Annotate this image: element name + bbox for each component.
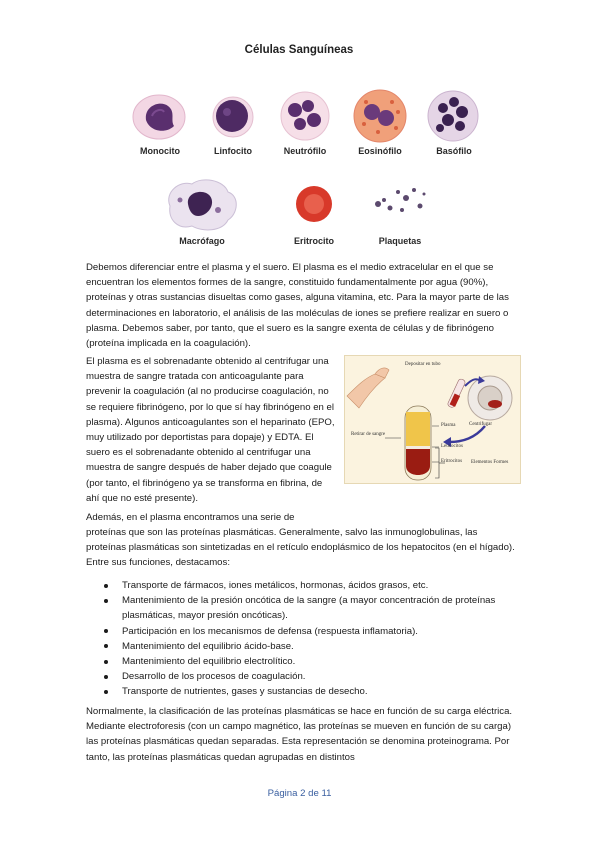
cell-label-eritrocito: Eritrocito bbox=[293, 236, 334, 246]
list-item: Mantenimiento del equilibrio electrolíti… bbox=[104, 654, 514, 669]
centrifuge-illustration bbox=[346, 367, 513, 481]
paragraph-plasma-definicion: El plasma es el sobrenadante obtenido al… bbox=[86, 356, 335, 504]
label-eritrocitos: Eritrocitos bbox=[441, 459, 463, 464]
centrifuge-figure: Depositar en tubo Centrifugar Retirar de… bbox=[344, 355, 521, 484]
page-number: Página 2 de 11 bbox=[267, 788, 332, 799]
macrofago-cell-image bbox=[168, 179, 237, 231]
plaquetas-cell-image bbox=[375, 188, 426, 212]
neutrofilo-cell-image bbox=[280, 91, 330, 141]
label-centrifugar: Centrifugar bbox=[469, 422, 493, 427]
cell-label-linfocito: Linfocito bbox=[214, 146, 252, 156]
eosinofilo-cell-image bbox=[353, 89, 407, 143]
cell-label-neutrofilo: Neutrófilo bbox=[283, 146, 327, 156]
cell-label-eosinofilo: Eosinófilo bbox=[358, 146, 402, 156]
funciones-list: Transporte de fármacos, iones metálicos,… bbox=[104, 578, 514, 700]
paragraph-proteinas-intro: Además, en el plasma encontramos una ser… bbox=[86, 512, 295, 523]
label-plasma: Plasma bbox=[441, 423, 456, 428]
list-item: Transporte de nutrientes, gases y sustan… bbox=[104, 684, 514, 699]
list-item: Mantenimiento de la presión oncótica de … bbox=[104, 593, 514, 623]
paragraph-proteinas-plasmaticas: proteínas que son las proteínas plasmáti… bbox=[86, 527, 515, 569]
blood-cells-figure: Células Sanguíneas Monocito Linfocito Ne… bbox=[118, 36, 480, 252]
label-elementos-formes: Elementos Formes bbox=[471, 460, 509, 465]
eritrocito-cell-image bbox=[296, 186, 332, 222]
figure-title: Células Sanguíneas bbox=[244, 44, 354, 56]
label-retirar: Retirar de sangre bbox=[351, 432, 386, 437]
cell-label-macrofago: Macrófago bbox=[179, 236, 225, 246]
basofilo-cell-image bbox=[427, 90, 479, 142]
cell-label-monocito: Monocito bbox=[140, 146, 180, 156]
paragraph-plasma-suero: Debemos diferenciar entre el plasma y el… bbox=[86, 262, 509, 350]
list-item: Desarrollo de los procesos de coagulació… bbox=[104, 669, 514, 684]
linfocito-cell-image bbox=[212, 96, 254, 138]
cell-label-plaquetas: Plaquetas bbox=[378, 236, 422, 246]
list-item: Mantenimiento del equilibrio ácido-base. bbox=[104, 639, 514, 654]
list-item: Transporte de fármacos, iones metálicos,… bbox=[104, 578, 514, 593]
monocito-cell-image bbox=[132, 94, 186, 140]
label-leucocitos: Leucocitos bbox=[441, 444, 463, 449]
cell-label-basofilo: Basófilo bbox=[436, 146, 472, 156]
paragraph-clasificacion: Normalmente, la clasificación de las pro… bbox=[86, 706, 513, 763]
list-item: Participación en los mecanismos de defen… bbox=[104, 624, 514, 639]
label-depositar: Depositar en tubo bbox=[405, 362, 441, 367]
